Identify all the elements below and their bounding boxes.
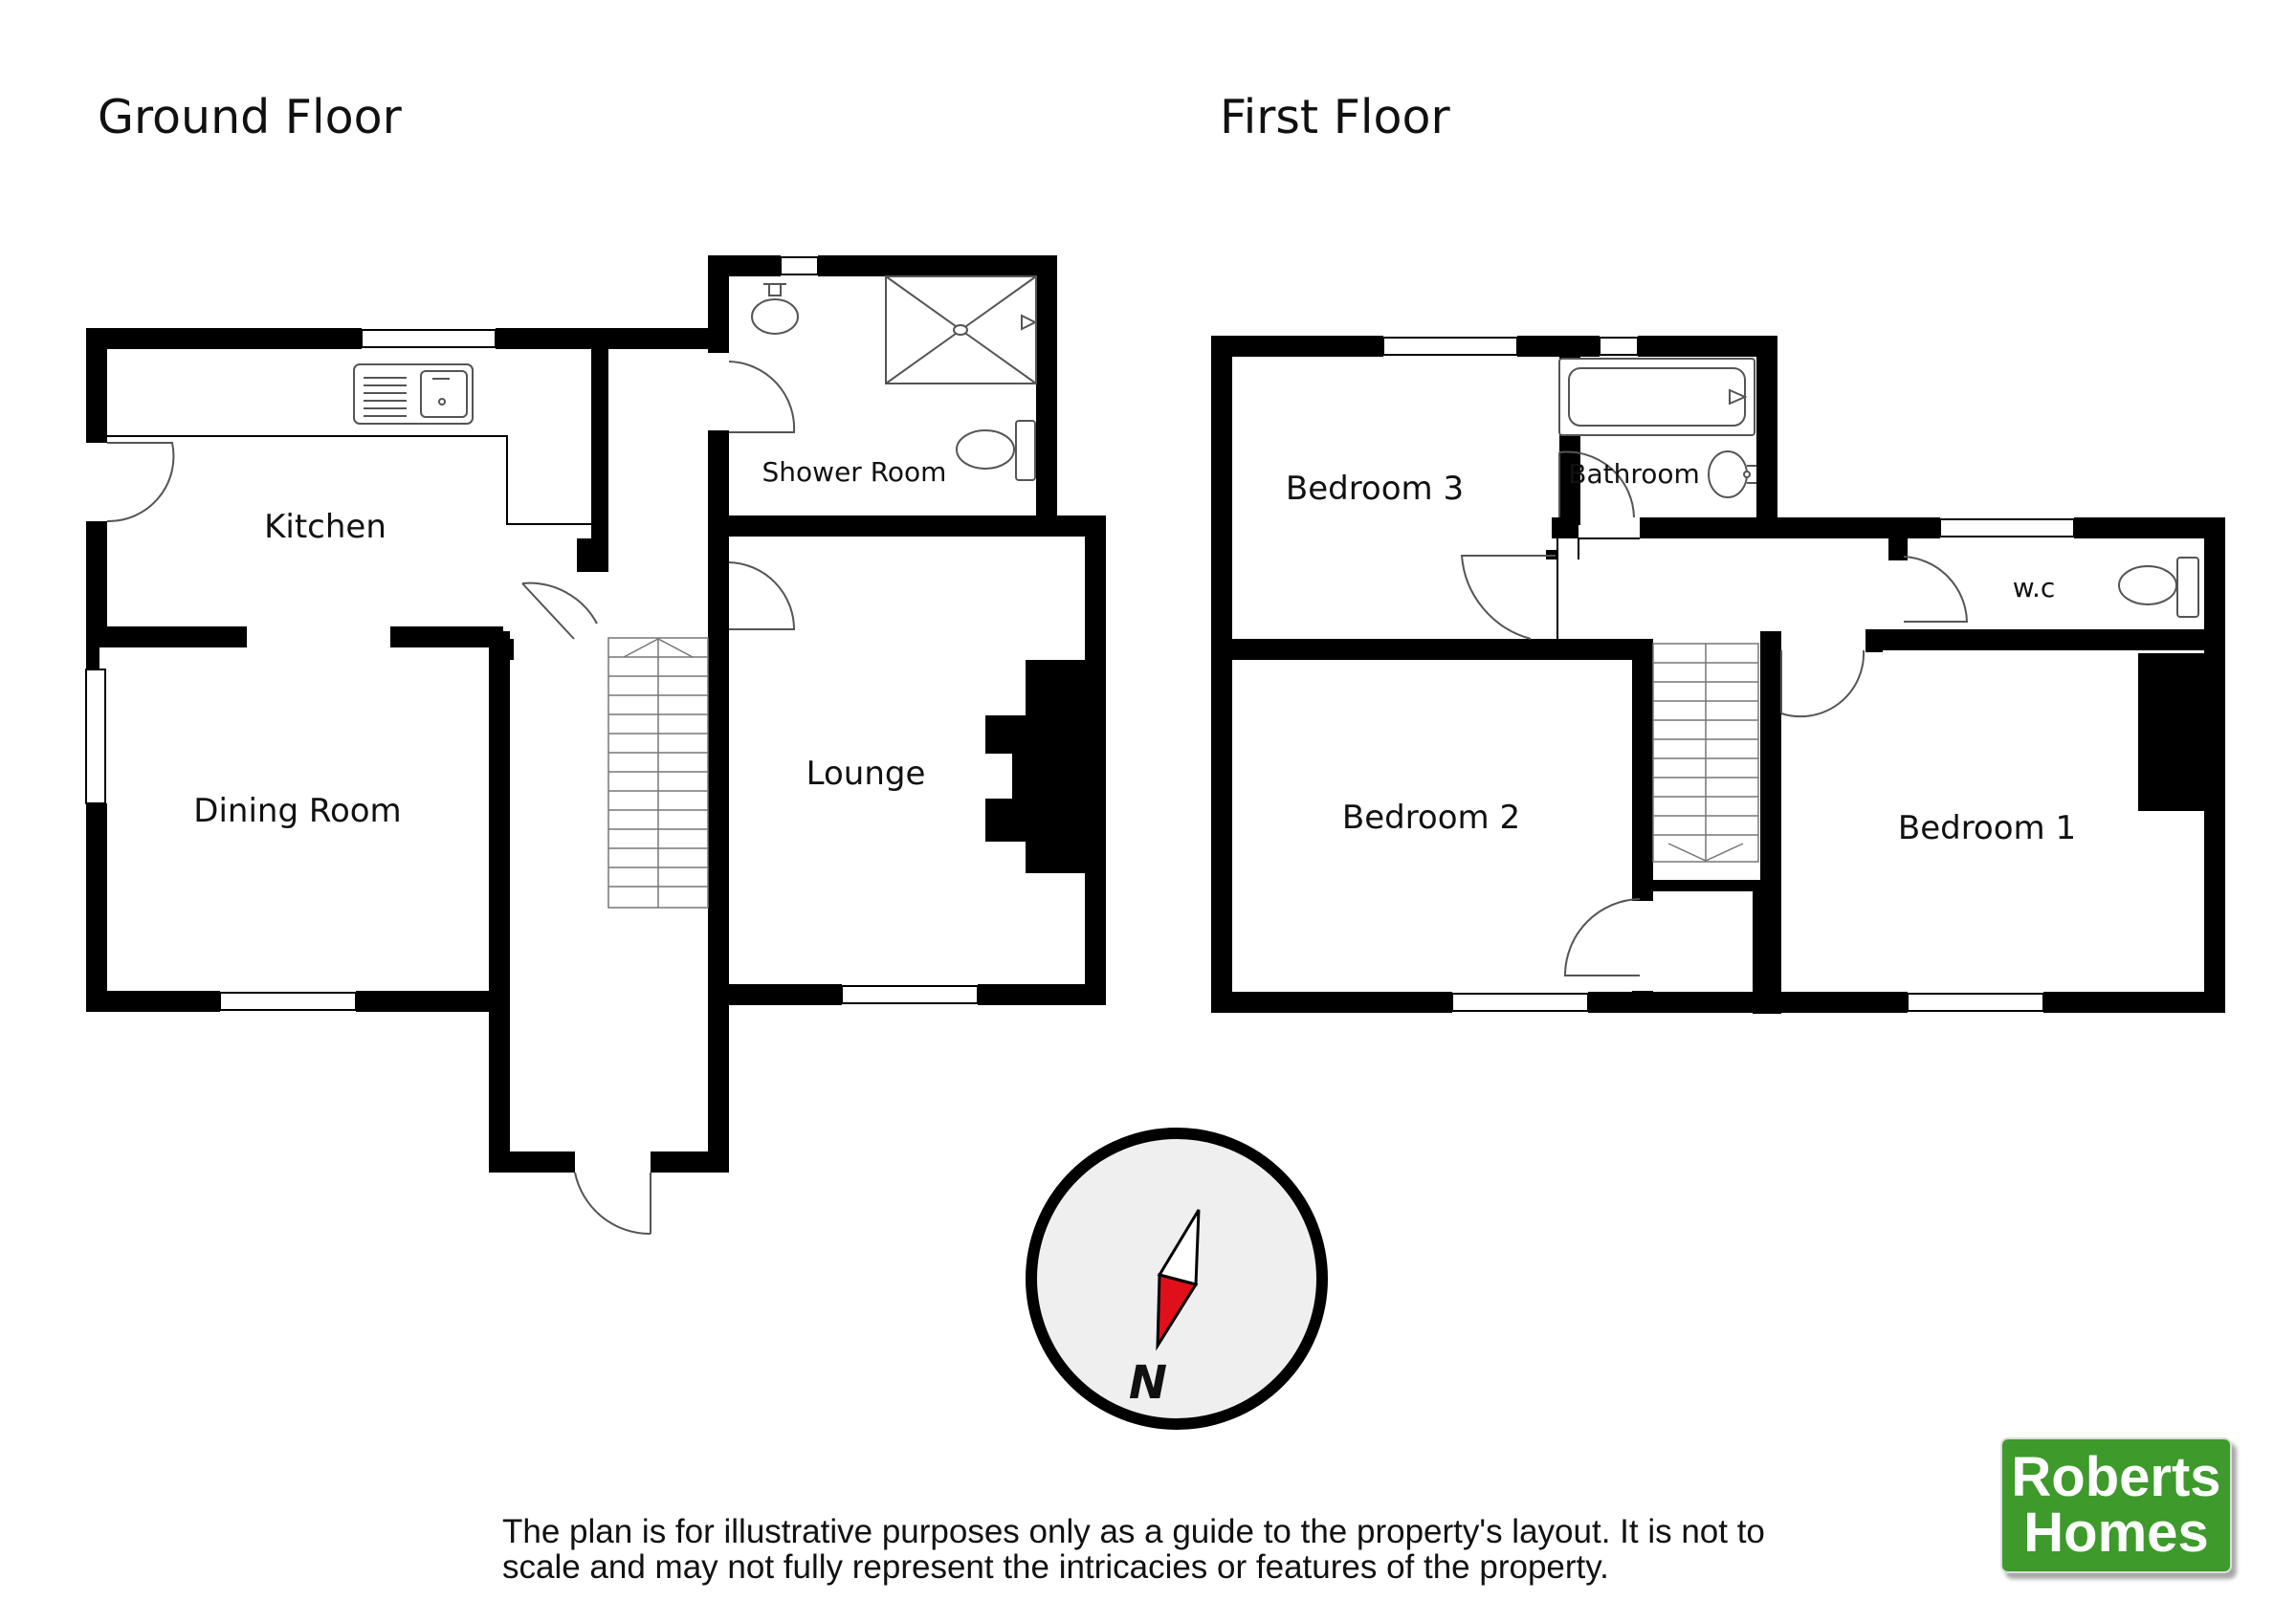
bedroom3-label: Bedroom 3	[1286, 470, 1464, 508]
bathroom-label: Bathroom	[1568, 458, 1700, 490]
compass-north-label: N	[1129, 1356, 1167, 1410]
basin-icon	[751, 283, 799, 335]
logo-badge: Roberts Homes	[2002, 1439, 2230, 1571]
first-floor-doors	[1460, 450, 1969, 976]
compass: N	[1026, 1128, 1328, 1430]
shower-tray-icon	[885, 275, 1038, 384]
first-floor-plan: Bedroom 3 Bathroom w.c Bedroom 2 Bedroom…	[1211, 336, 2225, 1014]
logo-line-1: Roberts	[2011, 1446, 2221, 1508]
lounge-label: Lounge	[806, 755, 926, 793]
kitchen-sink-icon	[353, 363, 474, 425]
ground-floor-walls	[86, 255, 1106, 1173]
first-floor-title: First Floor	[1220, 90, 1450, 144]
disclaimer-line-1: The plan is for illustrative purposes on…	[502, 1513, 1765, 1550]
compass-needle-north	[1156, 1273, 1199, 1351]
disclaimer: The plan is for illustrative purposes on…	[502, 1514, 1842, 1585]
ground-floor-title: Ground Floor	[98, 90, 402, 144]
toilet-icon	[956, 420, 1036, 481]
ground-floor-doors	[106, 361, 796, 1236]
first-floor-walls	[1211, 336, 2225, 1014]
kitchen-label: Kitchen	[264, 508, 386, 546]
ground-floor-stairs	[607, 637, 709, 909]
wc-label: w.c	[2013, 572, 2056, 603]
disclaimer-line-2: scale and may not fully represent the in…	[502, 1548, 1609, 1586]
first-floor-stairs	[1652, 643, 1759, 863]
ground-floor-windows	[85, 256, 979, 1011]
bath-icon	[1558, 358, 1755, 436]
first-floor-landing-lines	[1556, 537, 1640, 639]
kitchen-worktop	[107, 435, 591, 525]
ground-floor-plan: Kitchen Dining Room Shower Room Lounge	[85, 255, 1106, 1236]
shower-room-label: Shower Room	[762, 456, 947, 488]
wc-toilet-icon	[2118, 557, 2199, 618]
logo-line-2: Homes	[2023, 1502, 2209, 1564]
roberts-homes-logo: Roberts Homes	[2000, 1437, 2232, 1573]
bathroom-basin-icon	[1708, 450, 1756, 498]
bedroom1-label: Bedroom 1	[1898, 809, 2076, 847]
dining-room-label: Dining Room	[193, 792, 401, 830]
bedroom2-label: Bedroom 2	[1342, 799, 1520, 837]
first-floor-windows	[1382, 337, 2075, 1012]
